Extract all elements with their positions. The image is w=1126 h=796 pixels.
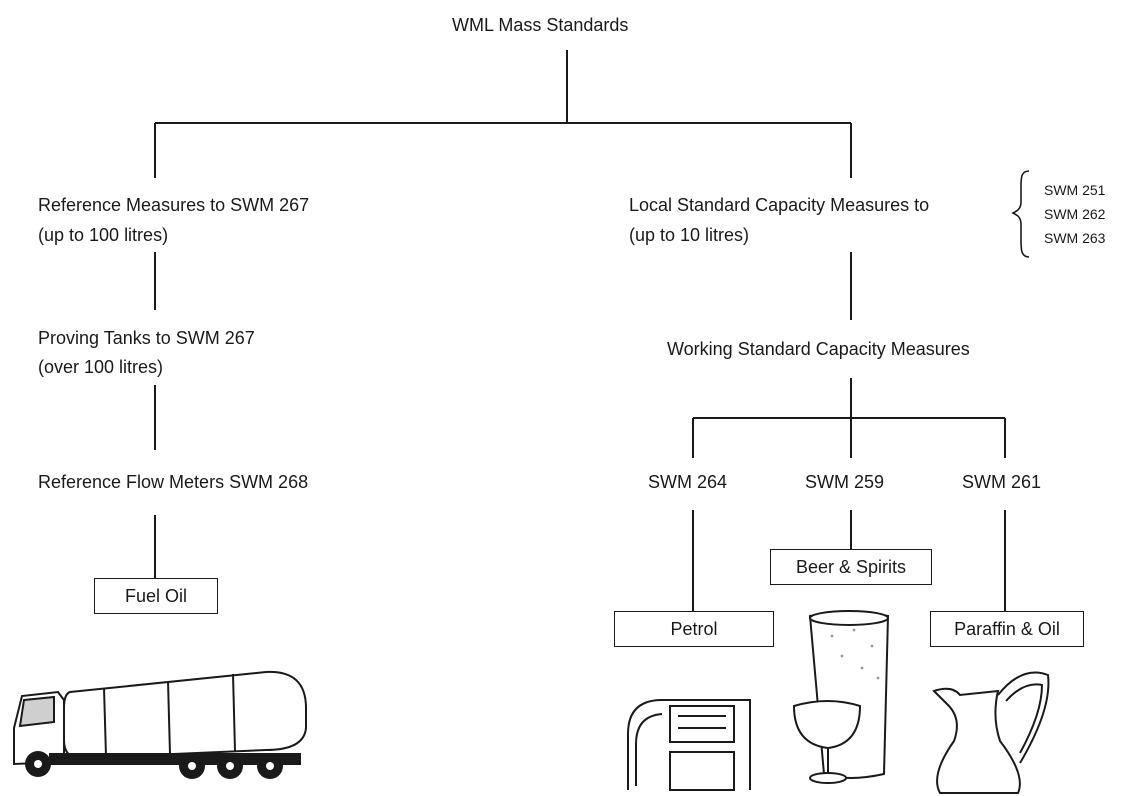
- reference-measures-title: Reference Measures to SWM 267: [38, 195, 310, 215]
- swm-259-label: SWM 259: [805, 472, 885, 492]
- swm-264-label: SWM 264: [648, 472, 728, 492]
- proving-tanks-title: Proving Tanks to SWM 267: [38, 328, 255, 348]
- root-node: WML Mass Standards: [452, 15, 629, 35]
- fuel-pump-icon: [627, 699, 751, 791]
- reference-flow-meters: Reference Flow Meters SWM 268: [38, 472, 309, 492]
- paraffin-oil-box: Paraffin & Oil: [930, 611, 1084, 647]
- swm-261-label: SWM 261: [962, 472, 1042, 492]
- jug-icon: [932, 671, 1050, 794]
- tanker-truck-icon: [13, 670, 307, 779]
- glasses-icon: [792, 610, 890, 784]
- local-standard-note: (up to 10 litres): [629, 225, 750, 245]
- fuel-oil-box: Fuel Oil: [94, 578, 218, 614]
- petrol-box: Petrol: [614, 611, 774, 647]
- local-ref-swm-262: SWM 262: [1044, 206, 1106, 222]
- proving-tanks-note: (over 100 litres): [38, 357, 164, 377]
- local-standard-title: Local Standard Capacity Measures to: [629, 195, 930, 215]
- local-ref-swm-251: SWM 251: [1044, 182, 1106, 198]
- local-ref-swm-263: SWM 263: [1044, 230, 1106, 246]
- reference-measures-note: (up to 100 litres): [38, 225, 169, 245]
- working-standard-node: Working Standard Capacity Measures: [667, 339, 970, 359]
- beer-spirits-box: Beer & Spirits: [770, 549, 932, 585]
